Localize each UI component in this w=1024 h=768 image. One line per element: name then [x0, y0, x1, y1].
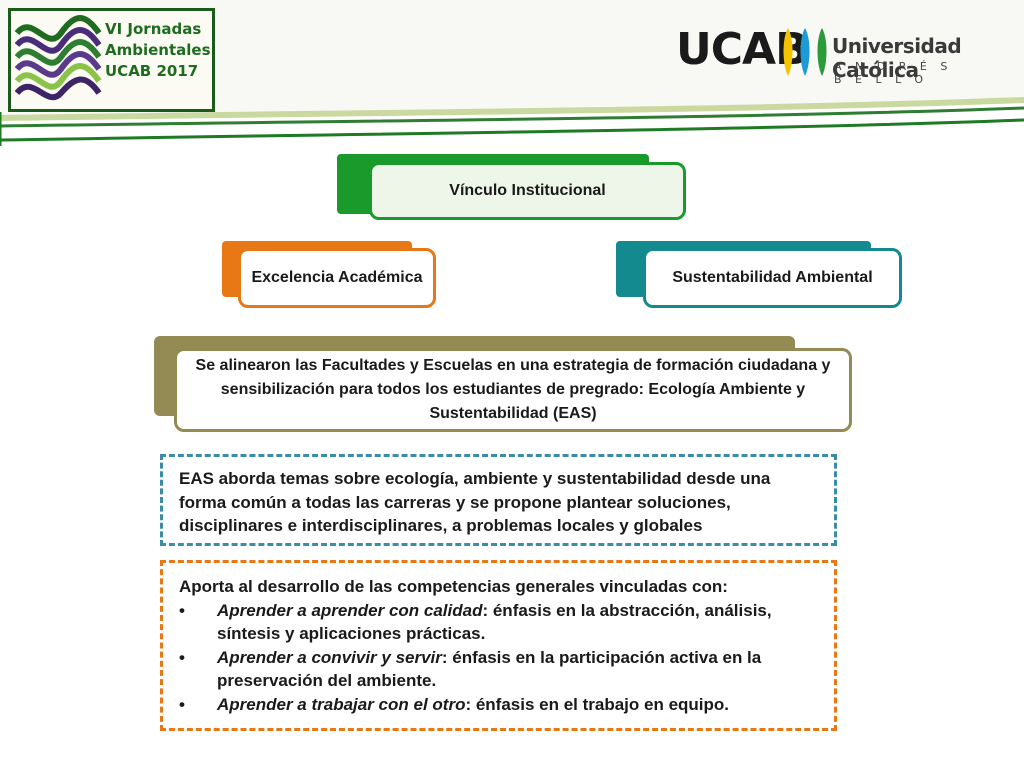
list-item: • Aprender a aprender con calidad: énfas…	[179, 599, 794, 646]
event-title-line: UCAB 2017	[105, 62, 199, 80]
list-item: • Aprender a convivir y servir: énfasis …	[179, 646, 794, 693]
competencies-box: Aporta al desarrollo de las competencias…	[160, 560, 837, 731]
header-band	[0, 0, 1024, 146]
event-title: VI Jornadas Ambientales UCAB 2017	[105, 19, 217, 82]
university-name: Universidad Católica	[832, 34, 962, 82]
competency-title: Aprender a aprender con calidad	[217, 600, 483, 620]
pillar-excelencia-academica: Excelencia Académica	[238, 248, 436, 308]
pillar-label: Sustentabilidad Ambiental	[672, 269, 873, 286]
competency-title: Aprender a convivir y servir	[217, 647, 442, 667]
competency-desc: : énfasis en el trabajo en equipo.	[465, 694, 730, 714]
bullet: •	[179, 600, 185, 620]
competencies-intro: Aporta al desarrollo de las competencias…	[179, 577, 728, 596]
strategy-text: Se alinearon las Facultades y Escuelas e…	[195, 357, 831, 422]
ucab-emblem	[783, 28, 827, 76]
competency-title: Aprender a trabajar con el otro	[217, 694, 466, 714]
pillar-label: Vínculo Institucional	[449, 182, 606, 199]
list-item: • Aprender a trabajar con el otro: énfas…	[179, 693, 794, 717]
wave-graphic	[14, 15, 102, 101]
event-logo: VI Jornadas Ambientales UCAB 2017	[8, 8, 215, 112]
competency-desc: : énfasis en la participación activa en …	[217, 647, 762, 691]
pillar-label: Excelencia Académica	[251, 269, 423, 286]
pillar-vinculo-institucional: Vínculo Institucional	[369, 162, 686, 220]
university-subname: ANDRÉS BELLO	[834, 60, 961, 86]
event-title-line: VI Jornadas	[105, 20, 202, 38]
bullet: •	[179, 647, 185, 667]
eas-description-box: EAS aborda temas sobre ecología, ambient…	[160, 454, 837, 546]
strategy-statement: Se alinearon las Facultades y Escuelas e…	[174, 348, 852, 432]
pillar-sustentabilidad-ambiental: Sustentabilidad Ambiental	[643, 248, 902, 308]
bullet: •	[179, 694, 185, 714]
event-title-line: Ambientales	[105, 41, 211, 59]
competency-desc: : énfasis en la abstracción, análisis, s…	[217, 600, 772, 644]
eas-description-text: EAS aborda temas sobre ecología, ambient…	[179, 469, 771, 535]
